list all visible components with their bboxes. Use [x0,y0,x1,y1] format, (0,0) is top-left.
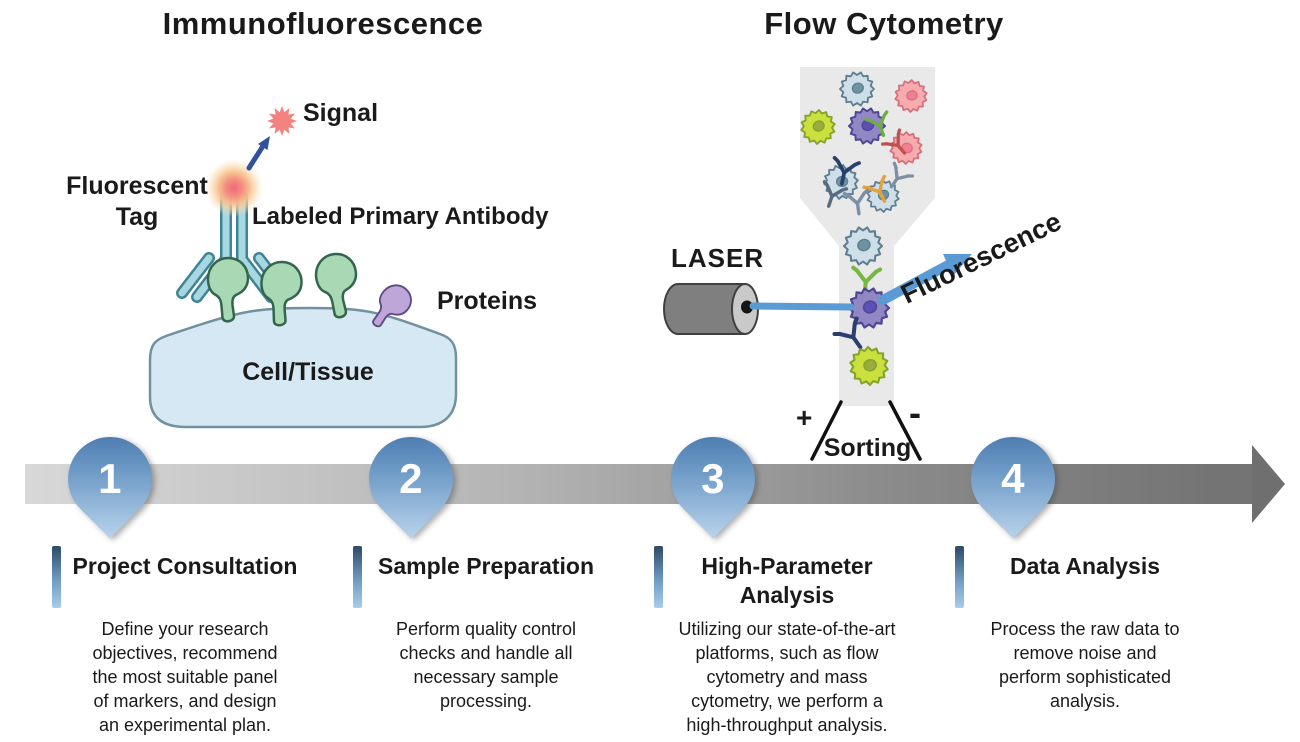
step-2-title: Sample Preparation [377,553,595,579]
timeline-shaft [25,464,1253,504]
immunofluorescence-illustration [148,106,458,429]
timeline-pin-4: 4 [953,419,1073,539]
pin-number: 1 [98,455,122,503]
pin-number: 2 [399,455,423,503]
step-3-title: High-Parameter Analysis [701,553,873,609]
pin-shape: 2 [351,419,471,539]
labeled-primary-antibody-label: Labeled Primary Antibody [252,203,549,230]
cell-tissue-label: Cell/Tissue [242,358,374,386]
sort-positive-sign: + [796,402,813,433]
immunofluorescence-title: Immunofluorescence [162,6,484,41]
timeline-pin-1: 1 [50,419,170,539]
pin-shape: 1 [50,419,170,539]
step-1-description: Define your research objectives, recomme… [92,619,278,735]
signal-label: Signal [303,99,379,127]
signal-arrow [246,136,270,171]
step-3-accent-bar [654,546,663,608]
pin-number: 3 [701,455,725,503]
pin-number: 4 [1001,455,1025,503]
fluorescent-tag-label: Fluorescent Tag [66,172,208,232]
sorting-label: Sorting [823,434,912,462]
step-1-title: Project Consultation [72,553,298,579]
flow-cytometry-title: Flow Cytometry [764,6,1004,41]
signal-starburst-icon [267,106,297,136]
timeline-pin-2: 2 [351,419,471,539]
fluorescence-arrow [878,254,972,305]
sort-negative-sign: - [909,392,921,433]
fluorescent-tag-glow [205,159,263,217]
step-2-description: Perform quality control checks and handl… [395,619,577,711]
proteins-label: Proteins [437,287,538,315]
step-4-title: Data Analysis [1010,553,1160,579]
cell-tissue-shape [148,306,458,429]
step-4-accent-bar [955,546,964,608]
pin-shape: 4 [953,419,1073,539]
laser-device [663,283,759,335]
sorting-split-lines [810,400,922,461]
step-4-description: Process the raw data to remove noise and… [990,619,1180,711]
pin-shape: 3 [653,419,773,539]
flow-cytometry-illustration [663,67,972,461]
timeline-arrowhead [1252,445,1285,523]
laser-label: LASER [671,243,765,273]
step-1-accent-bar [52,546,61,608]
laser-beam [749,302,855,311]
step-2-accent-bar [353,546,362,608]
step-3-description: Utilizing our state-of-the-art platforms… [678,619,896,735]
timeline-pin-3: 3 [653,419,773,539]
